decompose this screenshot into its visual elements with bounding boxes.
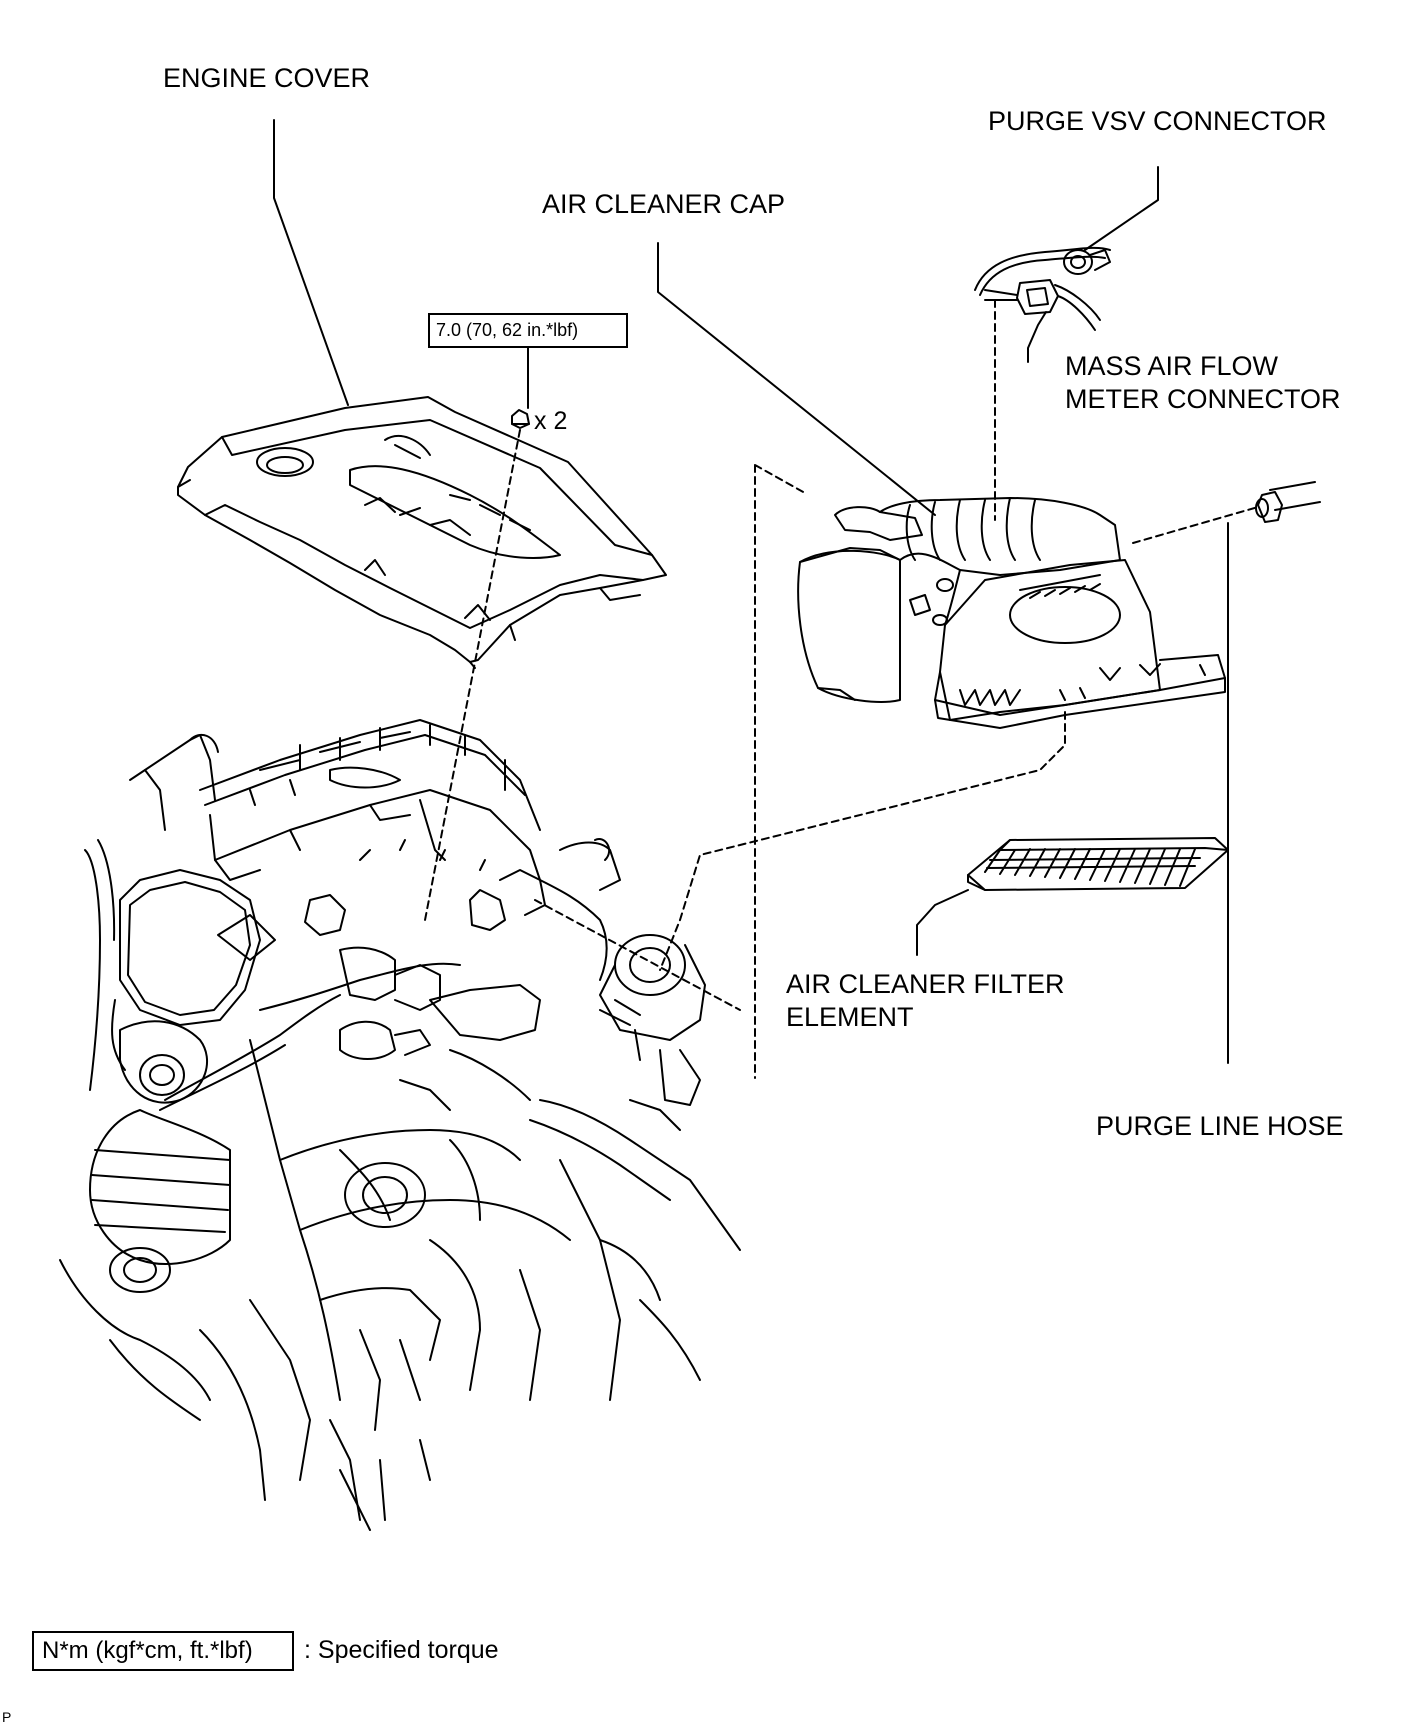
air-cleaner-filter-drawing xyxy=(967,837,1229,891)
engine-drawing xyxy=(59,719,741,1531)
air-cleaner-bracket-line xyxy=(754,464,806,1079)
hose-guide-line xyxy=(1132,506,1259,544)
corner-mark: P xyxy=(2,1709,12,1725)
air-cleaner-guide-line xyxy=(659,711,1066,971)
purge-vsv-connector-label: PURGE VSV CONNECTOR xyxy=(988,106,1327,136)
air-cleaner-cap-label: AIR CLEANER CAP xyxy=(542,189,786,219)
torque-spec-box: 7.0 (70, 62 in.*lbf) xyxy=(428,313,628,348)
engine-cover-label: ENGINE COVER xyxy=(163,63,371,93)
engine-cover-leader xyxy=(273,119,349,406)
purge-vsv-leader xyxy=(1084,166,1159,251)
purge-line-hose-label: PURGE LINE HOSE xyxy=(1096,1111,1344,1141)
mass-air-flow-label-line1: MASS AIR FLOW xyxy=(1065,351,1279,381)
air-cleaner-filter-leader xyxy=(916,889,969,956)
fastener-quantity: x 2 xyxy=(534,407,568,435)
air-cleaner-cap-drawing xyxy=(797,497,1226,729)
connectors-drawing xyxy=(974,246,1111,331)
air-cleaner-filter-label-line2: ELEMENT xyxy=(786,1002,914,1032)
mass-air-flow-label-line2: METER CONNECTOR xyxy=(1065,384,1341,414)
engine-cover-guide-line xyxy=(424,429,521,921)
engine-cover-drawing xyxy=(177,396,667,669)
air-cleaner-cap-leader xyxy=(657,242,936,516)
legend-description: : Specified torque xyxy=(304,1636,499,1664)
air-cleaner-guide-line-2 xyxy=(534,899,741,1011)
mass-air-flow-leader xyxy=(1027,311,1047,363)
purge-line-hose-drawing xyxy=(1255,481,1321,523)
air-cleaner-filter-label-line1: AIR CLEANER FILTER xyxy=(786,969,1065,999)
torque-units-box: N*m (kgf*cm, ft.*lbf) xyxy=(32,1631,294,1671)
